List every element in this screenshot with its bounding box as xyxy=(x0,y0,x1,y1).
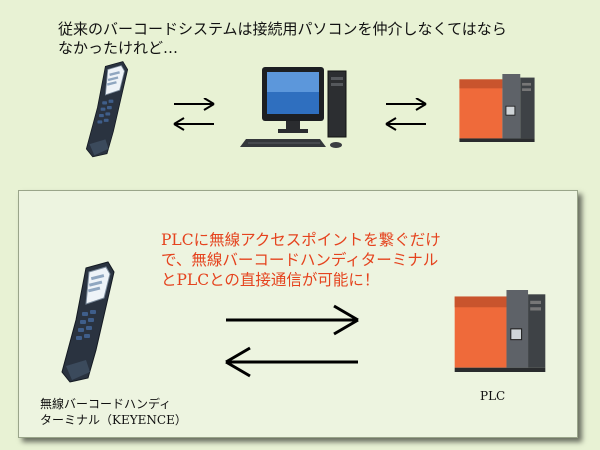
desktop-computer-icon xyxy=(240,67,347,148)
handheld-scanner-icon xyxy=(85,61,129,158)
message-line-3: とPLCとの直接通信が可能に！ xyxy=(161,271,380,289)
heading-text: 従来のバーコードシステムは接続用パソコンを仲介しなくてはなら なかったけれど… xyxy=(58,20,578,58)
scanner-label-line-2: ターミナル（KEYENCE） xyxy=(40,413,187,427)
plc-icon xyxy=(458,74,536,142)
message-line-2: で、無線バーコードハンディターミナル xyxy=(161,251,439,269)
bidirectional-arrows-icon xyxy=(173,98,215,131)
heading-line-1: 従来のバーコードシステムは接続用パソコンを仲介しなくてはなら xyxy=(58,20,507,38)
bidirectional-arrows-icon xyxy=(385,98,427,131)
message-line-1: PLCに無線アクセスポイントを繋ぐだけ xyxy=(161,231,441,249)
scanner-label-line-1: 無線バーコードハンディ xyxy=(40,397,172,411)
plc-icon xyxy=(454,290,546,372)
bidirectional-arrows-icon xyxy=(225,304,359,378)
scanner-label: 無線バーコードハンディ ターミナル（KEYENCE） xyxy=(40,396,187,428)
handheld-scanner-icon xyxy=(61,261,115,383)
wireless-message: PLCに無線アクセスポイントを繋ぐだけ で、無線バーコードハンディターミナル と… xyxy=(161,230,481,290)
plc-label: PLC xyxy=(480,389,506,403)
heading-line-2: なかったけれど… xyxy=(58,39,179,57)
